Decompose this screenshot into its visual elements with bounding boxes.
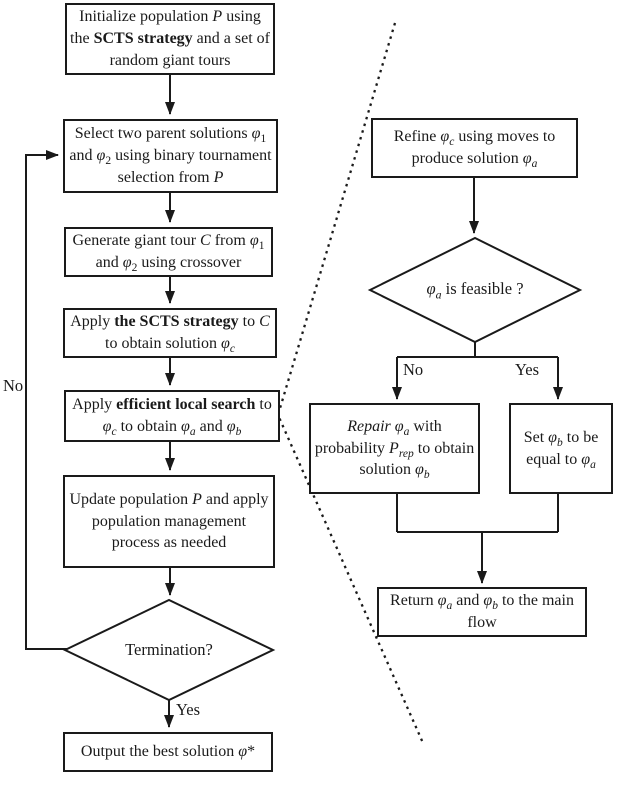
feasible-no-label: No	[403, 360, 424, 379]
node-apply-local-search: Apply efficient local search to φc to ob…	[64, 390, 280, 442]
node-initialize-population: Initialize population P using the SCTS s…	[65, 3, 275, 75]
node-output-best-solution: Output the best solution φ*	[63, 732, 273, 772]
termination-yes-label: Yes	[176, 700, 201, 719]
node-return-to-main-flow: Return φa and φb to the main flow	[377, 587, 587, 637]
node-repair-solution: Repair φa with probability Prep to obtai…	[309, 403, 480, 494]
loop-no-arrow	[25, 150, 67, 650]
loop-no-label: No	[3, 376, 24, 395]
termination-diamond-label: Termination?	[125, 640, 213, 659]
feasible-diamond-label: φa is feasible ?	[426, 279, 524, 302]
node-refine-solution: Refine φc using moves to produce solutio…	[371, 118, 578, 178]
node-select-parents: Select two parent solutions φ1 and φ2 us…	[63, 119, 278, 193]
node-set-equal: Set φb to be equal to φa	[509, 403, 613, 494]
node-generate-giant-tour: Generate giant tour C from φ1 and φ2 usi…	[64, 227, 273, 277]
termination-diamond-shape	[62, 598, 276, 702]
feasible-yes-label: Yes	[515, 360, 540, 379]
feasible-diamond-shape	[367, 236, 583, 344]
node-update-population: Update population P and apply population…	[63, 475, 275, 568]
node-apply-scts-strategy: Apply the SCTS strategy to C to obtain s…	[63, 308, 277, 358]
